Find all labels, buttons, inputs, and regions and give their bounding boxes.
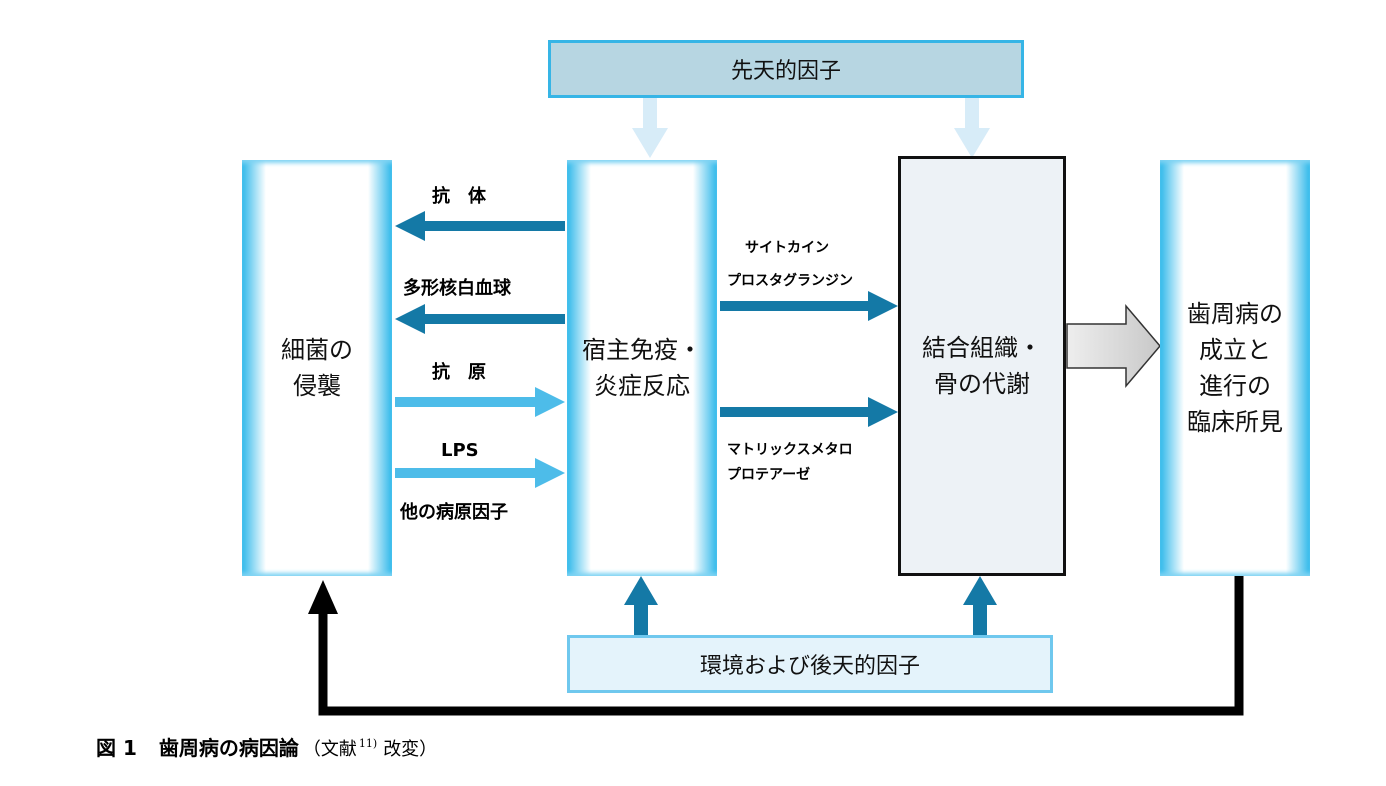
reference-superscript: 11) bbox=[358, 737, 378, 750]
metabolism-line-2: 骨の代謝 bbox=[934, 370, 1030, 398]
host-line-1: 宿主免疫・ bbox=[582, 336, 702, 364]
arrow-antigen bbox=[395, 387, 565, 417]
innate-factor-box: 先天的因子 bbox=[548, 40, 1024, 98]
label-antigen: 抗 原 bbox=[432, 362, 486, 383]
metabolism-line-1: 結合組織・ bbox=[922, 334, 1042, 362]
clinical-line-2: 成立と bbox=[1199, 336, 1271, 364]
label-lps: LPS bbox=[441, 440, 479, 461]
label-prostaglandin: プロスタグランジン bbox=[727, 273, 853, 289]
host-response-box: 宿主免疫・ 炎症反応 bbox=[567, 160, 717, 576]
label-mmp-line-2: プロテアーゼ bbox=[727, 467, 811, 483]
innate-factor-text: 先天的因子 bbox=[730, 59, 841, 84]
label-antibody: 抗 体 bbox=[432, 186, 486, 207]
arrow-env-to-metabolism bbox=[963, 576, 997, 635]
clinical-line-3: 進行の bbox=[1199, 372, 1271, 400]
clinical-line-1: 歯周病の bbox=[1187, 300, 1283, 328]
reference-close: 改変） bbox=[383, 739, 438, 760]
bacteria-line-2: 侵襲 bbox=[293, 372, 341, 400]
arrow-antibody bbox=[395, 211, 565, 241]
tissue-metabolism-box: 結合組織・ 骨の代謝 bbox=[898, 156, 1066, 576]
arrow-env-to-host bbox=[624, 576, 658, 635]
bacteria-line-1: 細菌の bbox=[281, 336, 353, 364]
arrow-feedback bbox=[318, 576, 1244, 716]
reference-open: （文献 bbox=[302, 739, 357, 760]
label-mmp-line-1: マトリックスメタロ bbox=[727, 442, 853, 458]
arrow-mmp bbox=[720, 397, 898, 427]
label-other-pathogens: 他の病原因子 bbox=[400, 502, 508, 523]
figure-title: 歯周病の病因論 bbox=[158, 736, 299, 760]
bacterial-invasion-box: 細菌の 侵襲 bbox=[242, 160, 392, 576]
clinical-findings-box: 歯周病の 成立と 進行の 臨床所見 bbox=[1160, 160, 1310, 576]
arrow-to-clinical bbox=[1066, 303, 1161, 389]
arrow-innate-to-host bbox=[632, 98, 668, 158]
arrow-pmn bbox=[395, 304, 565, 334]
figure-number: 図 1 bbox=[96, 736, 137, 760]
label-cytokine: サイトカイン bbox=[745, 240, 829, 256]
arrow-innate-to-metabolism bbox=[954, 98, 990, 158]
arrow-cytokine bbox=[720, 291, 898, 321]
clinical-line-4: 臨床所見 bbox=[1187, 408, 1283, 436]
label-pmn: 多形核白血球 bbox=[403, 278, 511, 299]
environment-factor-box: 環境および後天的因子 bbox=[567, 635, 1053, 693]
environment-factor-text: 環境および後天的因子 bbox=[699, 654, 920, 679]
host-line-2: 炎症反応 bbox=[594, 372, 690, 400]
arrow-feedback-head bbox=[308, 580, 338, 614]
arrow-lps bbox=[395, 458, 565, 488]
